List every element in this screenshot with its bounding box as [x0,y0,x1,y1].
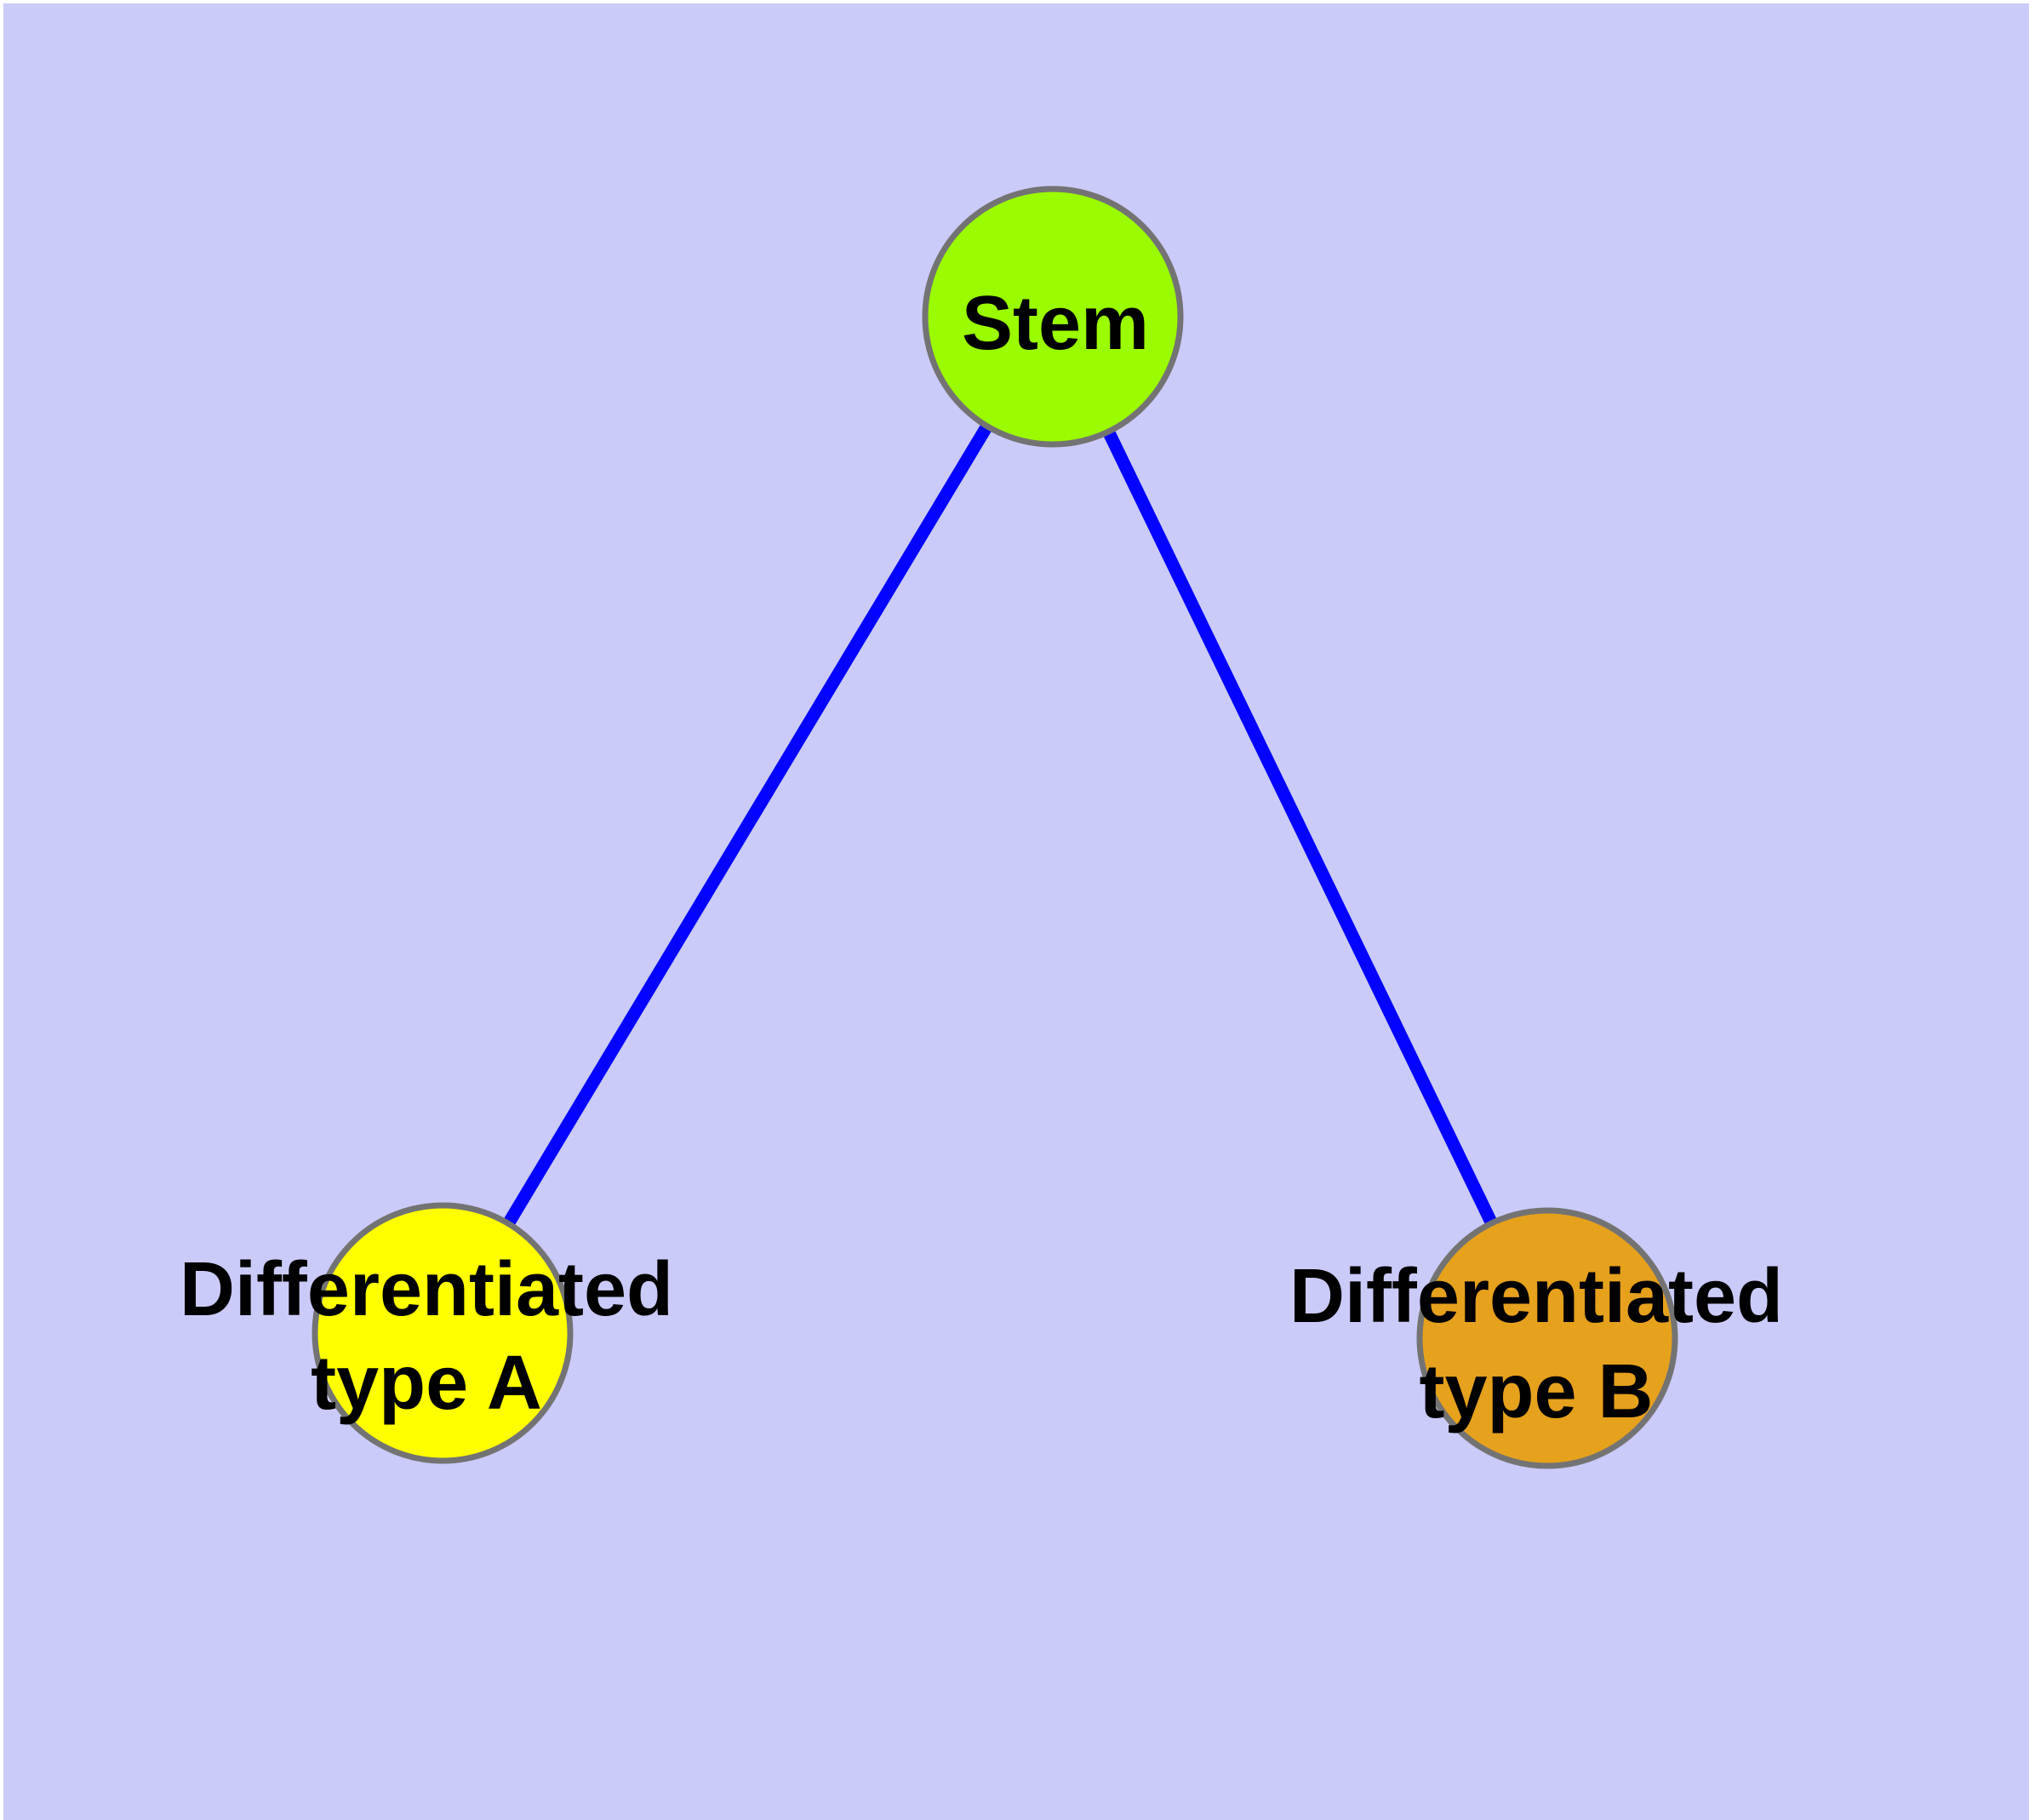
node-stem [922,186,1184,448]
node-label-differentiated-type-a-line-1: Differentiated [180,1247,673,1332]
node-label-stem-line-1: Stem [962,281,1149,366]
node-differentiated-type-b [1416,1207,1678,1469]
node-label-differentiated-type-b-line-1: Differentiated [1289,1254,1783,1339]
edge-stem-to-differentiated-type-b [1047,313,1553,1342]
node-label-differentiated-type-b-line-2: type B [1419,1349,1653,1434]
node-label-differentiated-type-a-line-2: type A [311,1341,542,1426]
node-differentiated-type-a [311,1202,574,1464]
edge-stem-to-differentiated-type-a [437,313,1059,1336]
